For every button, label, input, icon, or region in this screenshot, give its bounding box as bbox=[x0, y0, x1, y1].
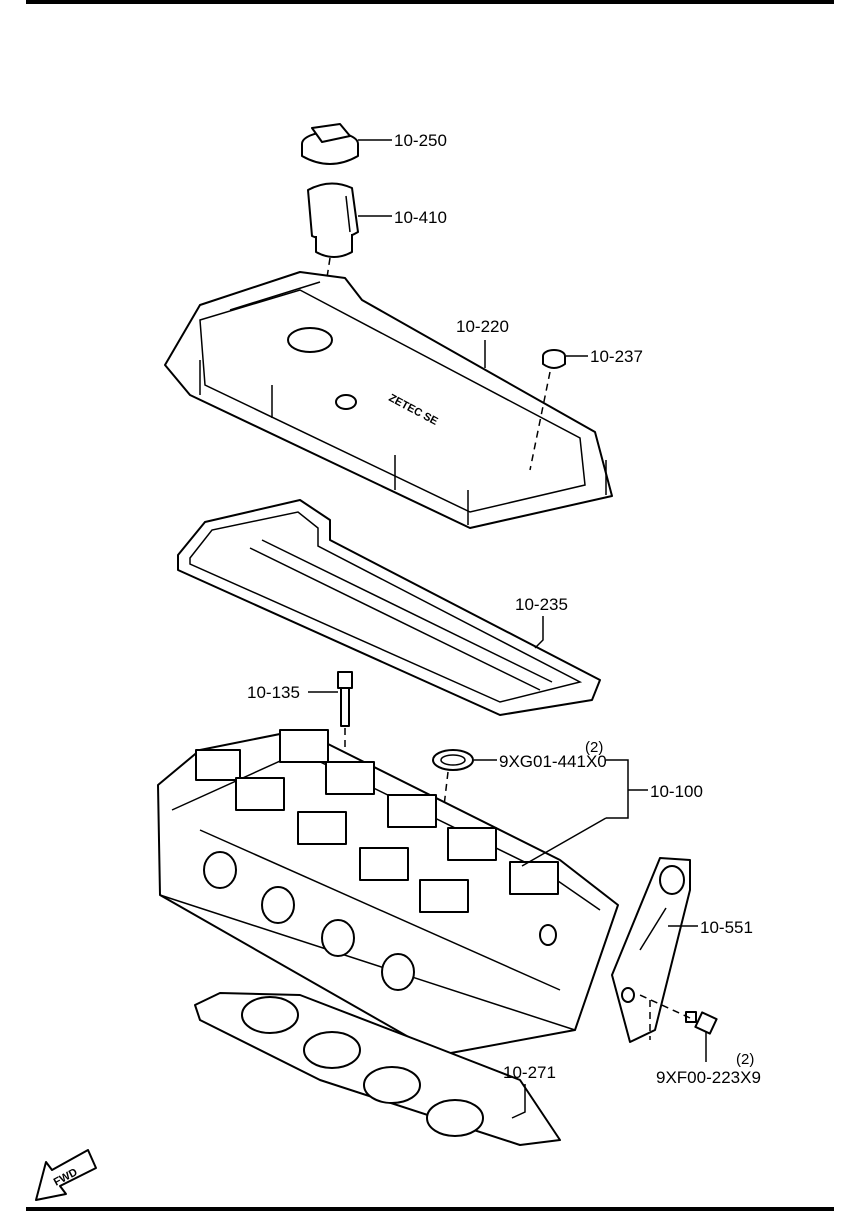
label-head-gasket: 10-271 bbox=[503, 1063, 556, 1082]
label-head-bolt: 10-135 bbox=[247, 683, 300, 702]
dash-bolt-to-cover bbox=[529, 371, 551, 471]
leader-head bbox=[521, 817, 607, 867]
label-plate-bolt: 9XF00-223X9 bbox=[656, 1068, 761, 1087]
label-cylinder-head: 10-100 bbox=[650, 782, 703, 801]
label-cover-gasket: 10-235 bbox=[515, 595, 568, 614]
oil-filler-pipe-drawing bbox=[307, 182, 359, 258]
leader-cover-gasket bbox=[534, 616, 544, 649]
head-gasket-drawing bbox=[194, 992, 561, 1146]
label-plate-gasket: 10-551 bbox=[700, 918, 753, 937]
label-plate-bolt-qty: (2) bbox=[736, 1051, 754, 1068]
head-bolt-drawing bbox=[337, 671, 353, 727]
label-cylinder-head-cover: 10-220 bbox=[456, 317, 509, 336]
cylinder-head-drawing bbox=[157, 729, 619, 1056]
plate-gasket-drawing bbox=[611, 857, 691, 1043]
plate-bolt-drawing bbox=[685, 1011, 718, 1035]
label-seal: 9XG01-441X0 bbox=[499, 752, 607, 771]
dash-plate-bolt bbox=[639, 994, 691, 1019]
leader-head-gasket bbox=[511, 1084, 526, 1119]
label-cover-bolt: 10-237 bbox=[590, 347, 643, 366]
oil-cap-drawing bbox=[301, 123, 359, 165]
bracket-head bbox=[606, 759, 629, 819]
label-oil-filler-pipe: 10-410 bbox=[394, 208, 447, 227]
cover-gasket-drawing bbox=[177, 499, 601, 716]
cylinder-head-cover-drawing bbox=[164, 271, 613, 529]
forward-arrow-icon bbox=[35, 1149, 97, 1201]
cover-bolt-drawing bbox=[542, 349, 566, 369]
label-seal-qty: (2) bbox=[585, 739, 603, 756]
label-oil-cap: 10-250 bbox=[394, 131, 447, 150]
seal-drawing bbox=[432, 749, 474, 771]
